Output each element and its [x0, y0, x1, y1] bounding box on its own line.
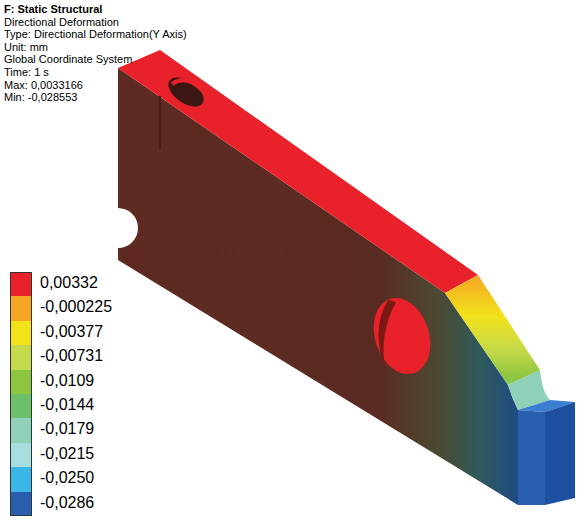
legend-swatch: [10, 296, 32, 320]
legend-swatch: [10, 394, 32, 418]
result-info: Min: -0,028553: [4, 91, 187, 104]
legend-row: -0,0109: [10, 370, 130, 394]
result-info: Type: Directional Deformation(Y Axis): [4, 28, 187, 41]
legend-row: -0,0179: [10, 418, 130, 442]
legend-swatch: [10, 321, 32, 345]
legend-row: 0,00332: [10, 272, 130, 296]
legend-row: -0,0144: [10, 394, 130, 418]
legend-swatch: [10, 370, 32, 394]
legend-value: 0,00332: [40, 273, 98, 293]
legend-swatch: [10, 443, 32, 467]
result-info: Directional Deformation: [4, 16, 187, 29]
legend-value: -0,00377: [40, 322, 103, 342]
legend-row: -0,0215: [10, 443, 130, 467]
legend-swatch: [10, 345, 32, 369]
legend-row: -0,0250: [10, 467, 130, 491]
legend-value: -0,0215: [40, 444, 94, 464]
legend-row: -0,0286: [10, 492, 130, 516]
result-title: F: Static Structural: [4, 3, 187, 16]
legend-swatch: [10, 418, 32, 442]
legend-value: -0,0250: [40, 468, 94, 488]
legend-swatch: [10, 272, 32, 296]
result-info: Global Coordinate System: [4, 53, 187, 66]
result-info: Time: 1 s: [4, 66, 187, 79]
legend-value: -0,000225: [40, 297, 112, 317]
legend-value: -0,0179: [40, 419, 94, 439]
legend-swatch: [10, 467, 32, 491]
legend-row: -0,000225: [10, 296, 130, 320]
legend-value: -0,00731: [40, 346, 103, 366]
legend-value: -0,0286: [40, 493, 94, 513]
legend-swatch: [10, 492, 32, 516]
legend-value: -0,0109: [40, 371, 94, 391]
legend-value: -0,0144: [40, 395, 94, 415]
legend-row: -0,00377: [10, 321, 130, 345]
result-header: F: Static StructuralDirectional Deformat…: [4, 3, 187, 104]
result-info: Max: 0,0033166: [4, 79, 187, 92]
result-info: Unit: mm: [4, 41, 187, 54]
legend-row: -0,00731: [10, 345, 130, 369]
